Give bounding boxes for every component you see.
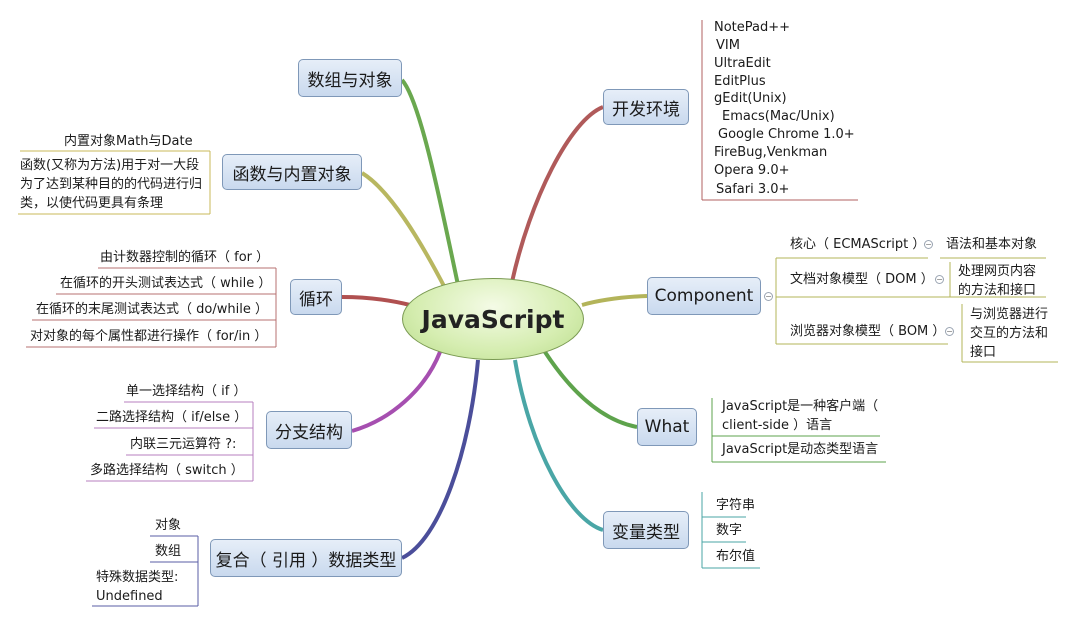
- leaf-branching-0[interactable]: 单一选择结构（ if ）: [126, 384, 247, 399]
- collapse-toggle-core[interactable]: −: [924, 239, 933, 249]
- branch-line-branching: [351, 351, 442, 433]
- leaf-functions-0[interactable]: 内置对象Math与Date: [64, 134, 193, 149]
- branch-line-loops: [341, 295, 411, 307]
- node-what[interactable]: What: [637, 408, 697, 446]
- leaf-composite-1[interactable]: 数组: [155, 544, 182, 559]
- leaf-functions-1[interactable]: 函数(又称为方法)用于对一大段为了达到某种目的的代码进行归类，以使代码更具有条理: [20, 158, 203, 211]
- what-leaf-lines: [711, 398, 886, 463]
- node-arrays-objects[interactable]: 数组与对象: [298, 59, 402, 97]
- component-leaf-lines: [775, 257, 1058, 363]
- node-var-types[interactable]: 变量类型: [603, 511, 689, 549]
- node-dev-env[interactable]: 开发环境: [603, 89, 689, 125]
- leaf-devenv-5[interactable]: Emacs(Mac/Unix): [722, 109, 835, 124]
- leaf-devenv-1[interactable]: VIM: [716, 38, 740, 53]
- leaf-devenv-2[interactable]: UltraEdit: [714, 56, 771, 71]
- vartypes-leaf-lines: [701, 492, 760, 569]
- leaf-devenv-3[interactable]: EditPlus: [714, 74, 766, 89]
- leaf-component-1-detail[interactable]: 处理网页内容的方法和接口: [958, 264, 1037, 298]
- leaf-component-2[interactable]: 浏览器对象模型（ BOM ）: [790, 324, 946, 339]
- branch-line-composite: [401, 359, 480, 560]
- leaf-devenv-8[interactable]: Opera 9.0+: [714, 163, 790, 178]
- composite-leaf-lines: [92, 535, 199, 607]
- node-component[interactable]: Component: [647, 277, 761, 315]
- leaf-devenv-7[interactable]: FireBug,Venkman: [714, 145, 828, 160]
- leaf-vartypes-0[interactable]: 字符串: [716, 498, 756, 513]
- leaf-component-0[interactable]: 核心（ ECMAScript ）: [790, 237, 926, 252]
- leaf-branching-1[interactable]: 二路选择结构（ if/else ）: [96, 410, 248, 425]
- leaf-branching-3[interactable]: 多路选择结构（ switch ）: [90, 463, 244, 478]
- leaf-component-2-detail[interactable]: 与浏览器进行交互的方法和接口: [970, 307, 1049, 360]
- leaf-component-0-detail[interactable]: 语法和基本对象: [946, 237, 1038, 252]
- leaf-loops-0[interactable]: 由计数器控制的循环（ for ）: [100, 250, 270, 265]
- leaf-devenv-0[interactable]: NotePad++: [714, 20, 791, 35]
- collapse-toggle-dom[interactable]: −: [935, 274, 944, 284]
- branch-line-devenv: [510, 105, 604, 283]
- branching-leaf-lines: [86, 401, 254, 482]
- node-composite[interactable]: 复合（ 引用 ）数据类型: [210, 539, 402, 577]
- leaf-loops-1[interactable]: 在循环的开头测试表达式（ while ）: [60, 276, 272, 291]
- loops-leaf-lines: [26, 267, 277, 348]
- collapse-toggle-component[interactable]: −: [764, 291, 773, 301]
- leaf-vartypes-1[interactable]: 数字: [716, 523, 743, 538]
- collapse-toggle-bom[interactable]: −: [945, 326, 954, 336]
- leaf-devenv-6[interactable]: Google Chrome 1.0+: [718, 127, 855, 142]
- node-functions[interactable]: 函数与内置对象: [222, 154, 362, 190]
- leaf-devenv-9[interactable]: Safari 3.0+: [716, 182, 790, 197]
- leaf-loops-2[interactable]: 在循环的末尾测试表达式（ do/while ）: [36, 302, 268, 317]
- leaf-branching-2[interactable]: 内联三元运算符 ?:: [130, 437, 237, 452]
- leaf-what-0[interactable]: JavaScript是一种客户端（ client-side ）语言: [722, 399, 879, 433]
- leaf-component-1[interactable]: 文档对象模型（ DOM ）: [790, 272, 934, 287]
- leaf-devenv-4[interactable]: gEdit(Unix): [714, 91, 787, 106]
- root-node[interactable]: JavaScript: [402, 278, 584, 360]
- branch-line-functions: [360, 171, 447, 289]
- branch-line-component: [581, 294, 648, 307]
- leaf-composite-0[interactable]: 对象: [155, 518, 182, 533]
- node-branching[interactable]: 分支结构: [266, 411, 352, 449]
- node-loops[interactable]: 循环: [290, 279, 342, 315]
- leaf-loops-3[interactable]: 对对象的每个属性都进行操作（ for/in ）: [30, 329, 268, 344]
- branch-line-what: [543, 350, 638, 429]
- branch-line-arrays: [400, 78, 460, 286]
- leaf-vartypes-2[interactable]: 布尔值: [716, 549, 756, 564]
- leaf-composite-2[interactable]: 特殊数据类型: Undefined: [96, 570, 179, 604]
- branch-line-vartypes: [513, 359, 604, 532]
- devenv-leaf-lines: [701, 20, 858, 201]
- functions-leaf-lines: [18, 150, 211, 215]
- leaf-what-1[interactable]: JavaScript是动态类型语言: [722, 442, 879, 457]
